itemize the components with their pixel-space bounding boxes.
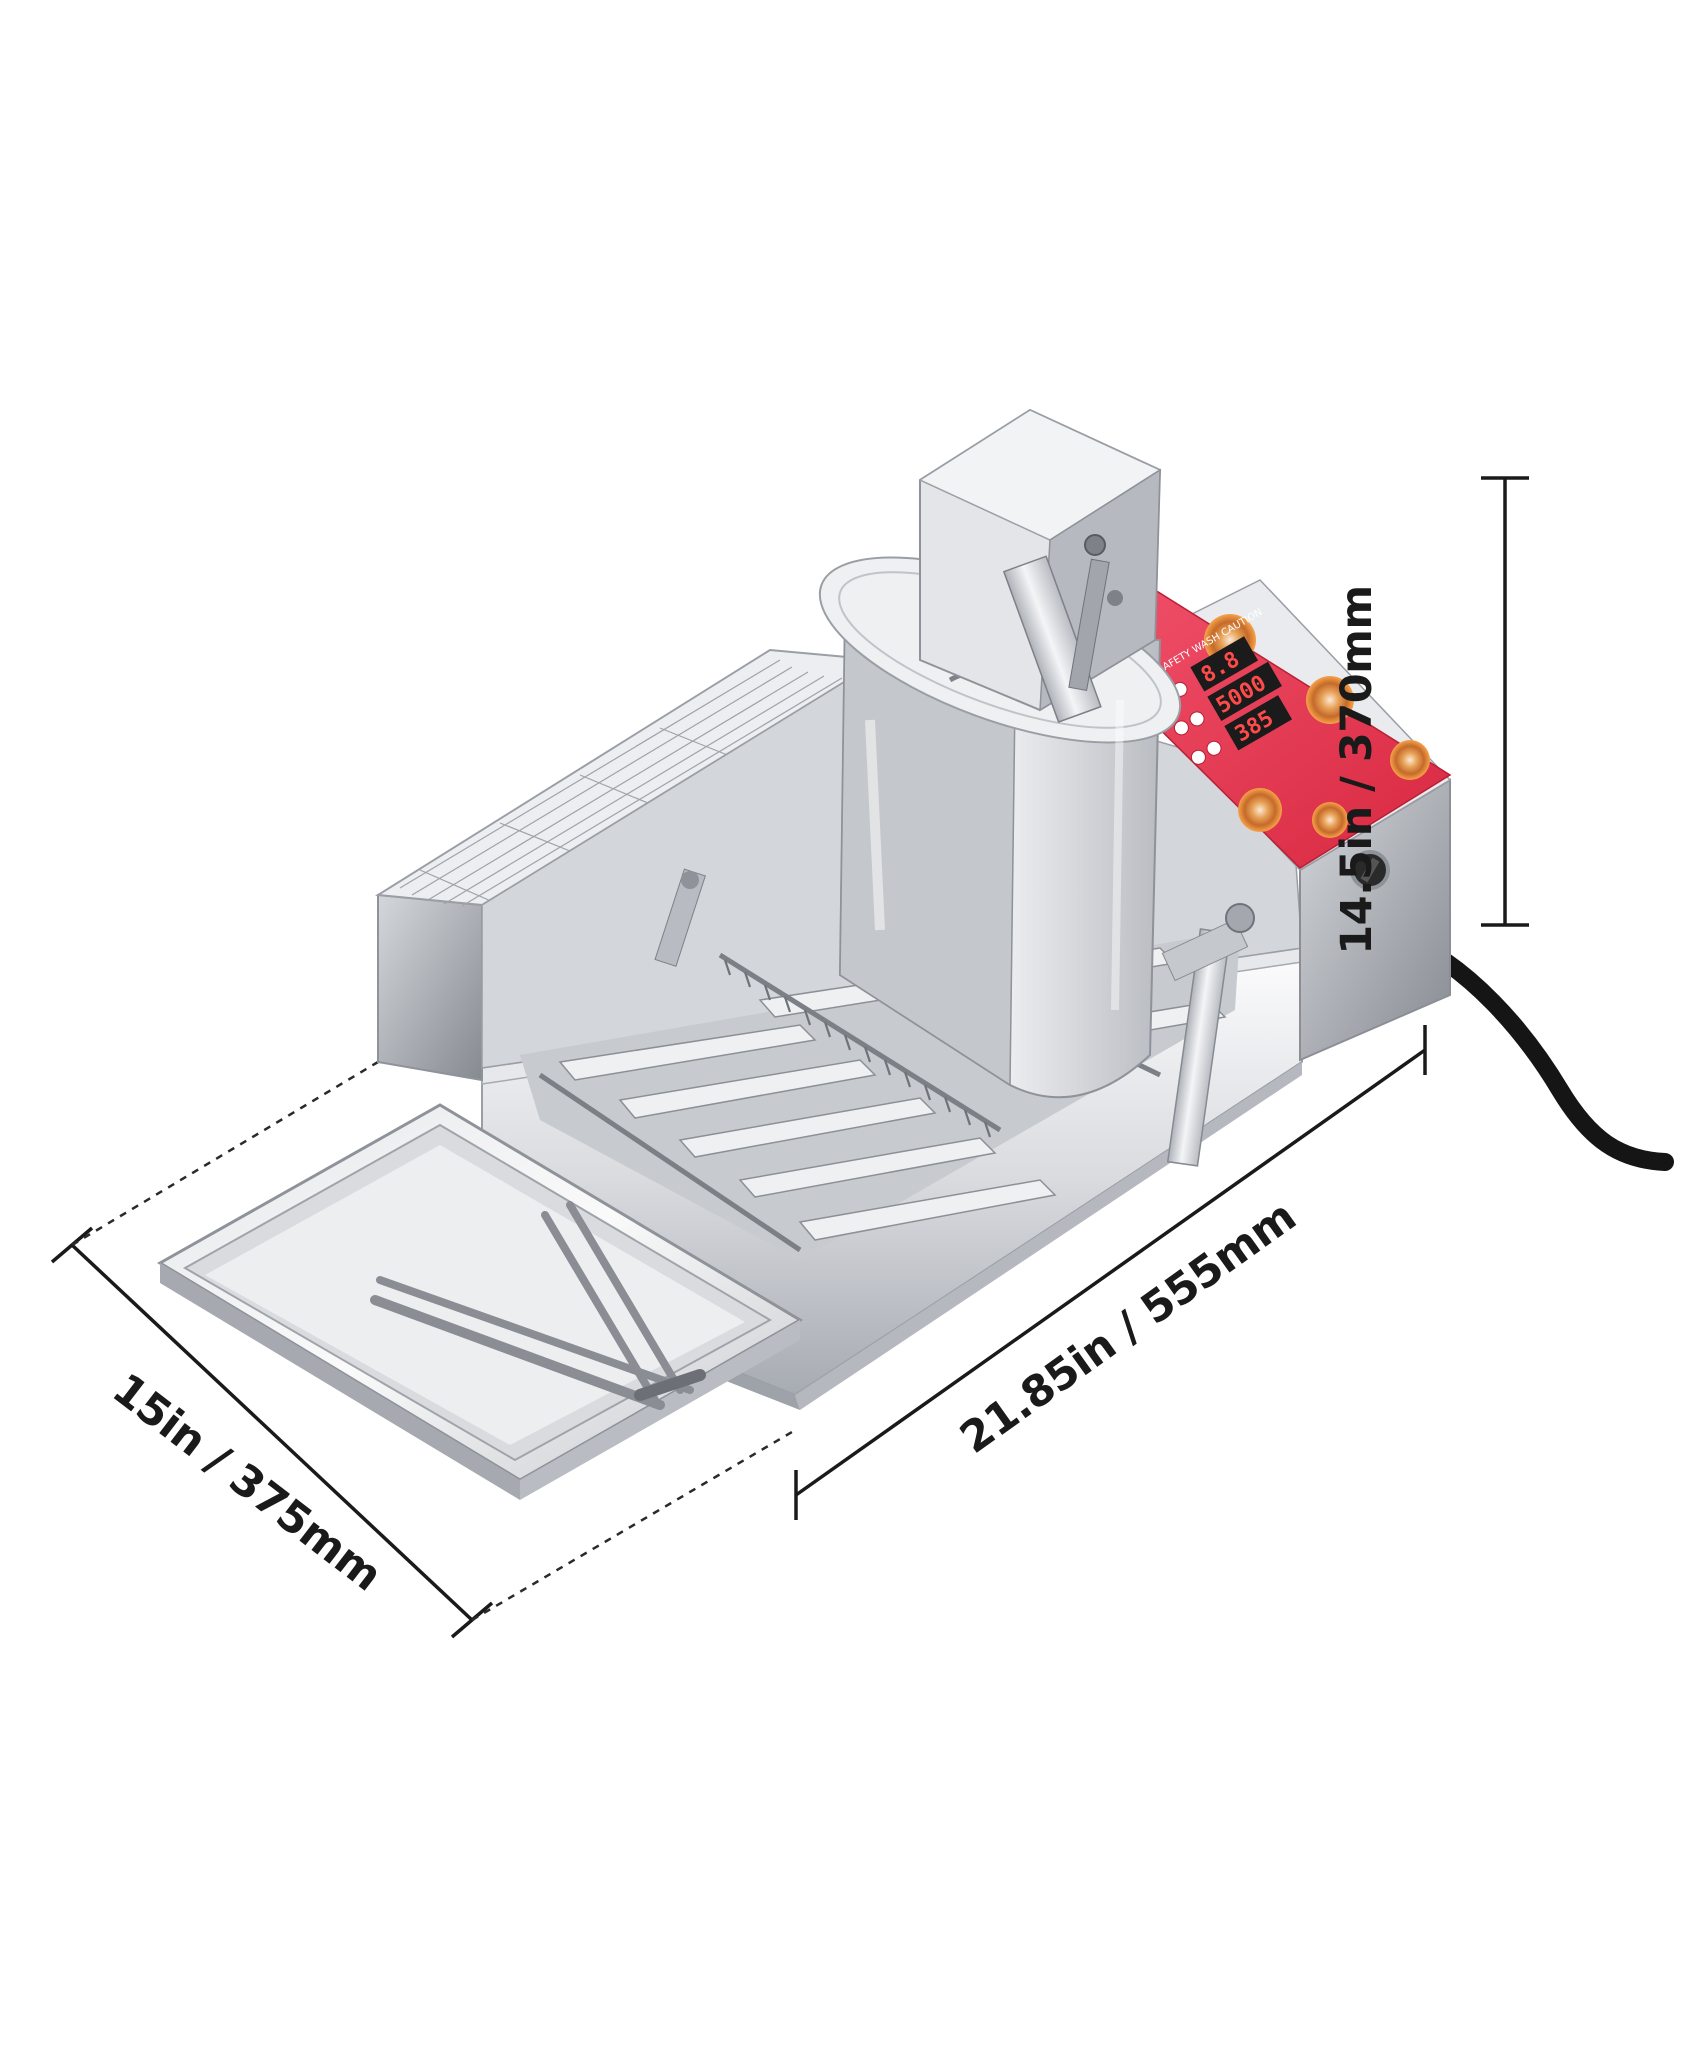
power-knob-icon[interactable] (1350, 850, 1390, 890)
tongs-icon (370, 1201, 706, 1410)
conveyor-slats (558, 947, 1227, 1241)
height-label: 14.5in / 370mm (1332, 585, 1382, 955)
side-lever (654, 868, 1255, 1167)
length-dimension-line (794, 1025, 1427, 1520)
width-guide-dashes (71, 1060, 793, 1622)
instruction-panel (374, 648, 884, 1082)
height-dimension-line (1481, 476, 1529, 927)
draining-tray (157, 1103, 803, 1500)
motor-box (918, 408, 1162, 723)
